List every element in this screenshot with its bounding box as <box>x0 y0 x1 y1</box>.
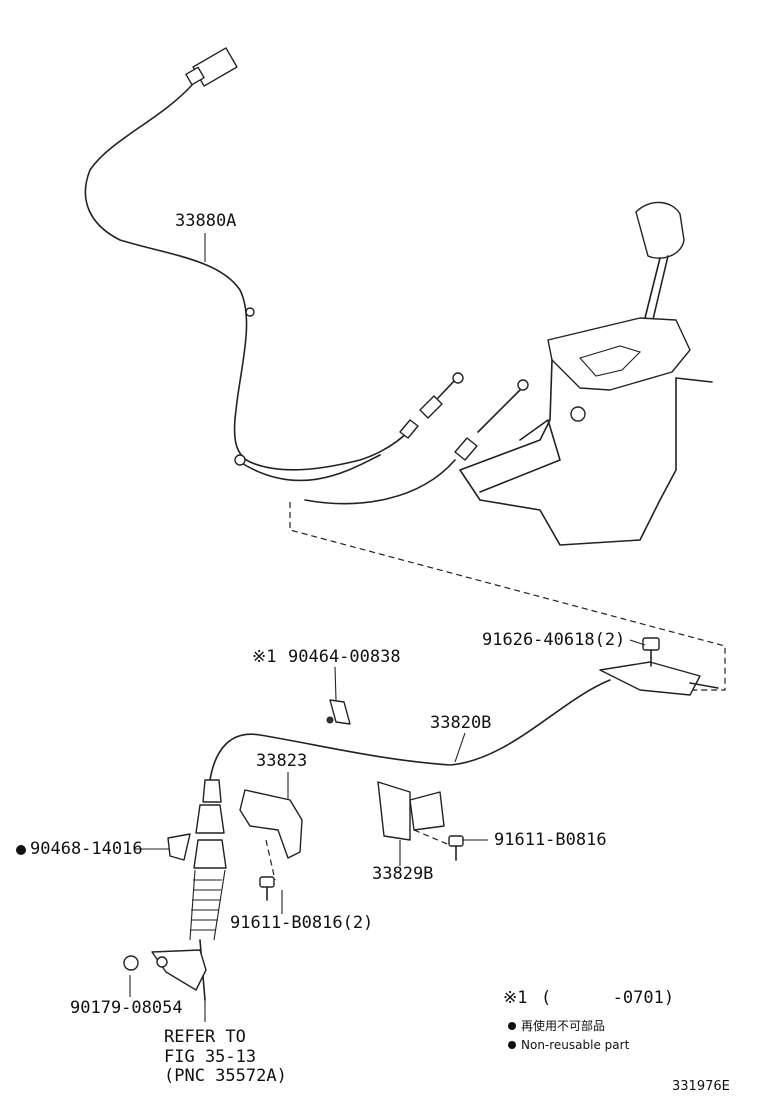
figure-id: 331976E <box>672 1079 730 1094</box>
label-91611-b0816-left: 91611-B0816(2) <box>230 913 374 933</box>
label-90179-08054: 90179-08054 <box>70 998 183 1018</box>
label-91626-40618: 91626-40618(2) <box>482 630 626 650</box>
label-90468-14016: 90468-14016 <box>16 841 143 858</box>
label-33823: 33823 <box>256 751 308 771</box>
refer-line-2: FIG 35-13 <box>164 1047 257 1067</box>
clip-90468-14016[interactable] <box>167 833 191 861</box>
label-33829b: 33829B <box>372 864 434 884</box>
non-reusable-dot-icon <box>16 845 26 855</box>
refer-line-3: (PNC 35572A) <box>164 1066 287 1086</box>
bolt-91611-b0816-left[interactable] <box>259 876 275 901</box>
bracket-33829b[interactable] <box>377 781 453 847</box>
label-90464-00838: 90464-00838 <box>288 647 401 667</box>
legend-bullet-en-text: Non-reusable part <box>521 1038 630 1052</box>
bullet-icon <box>508 1022 516 1030</box>
legend-bullet-en: Non-reusable part <box>508 1039 629 1051</box>
cable-33880a[interactable] <box>84 47 529 505</box>
leader-lines <box>129 233 646 1022</box>
control-lever[interactable] <box>151 949 207 991</box>
clip-90464-00838[interactable] <box>326 699 351 725</box>
label-33880a: 33880A <box>175 211 237 231</box>
label-91611-b0816-right: 91611-B0816 <box>494 830 607 850</box>
leader-dashed-top <box>289 502 726 691</box>
legend-bullet-jp-text: 再使用不可部品 <box>521 1019 606 1033</box>
refer-line-1: REFER TO <box>164 1027 246 1047</box>
cable-33820b[interactable] <box>189 661 719 1001</box>
legend-bullet-jp: 再使用不可部品 <box>508 1020 605 1032</box>
nut-90179-08054[interactable] <box>123 955 139 971</box>
bolt-91611-b0816-right[interactable] <box>448 835 464 861</box>
label-90464-mark: ※1 <box>252 647 277 667</box>
label-90468-14016-text: 90468-14016 <box>30 839 143 859</box>
bracket-33823[interactable] <box>239 789 303 881</box>
legend-mark: ※1 <box>503 988 528 1008</box>
bolt-91626-40618[interactable] <box>642 637 660 667</box>
bullet-icon <box>508 1041 516 1049</box>
legend-range: ( -0701) <box>541 988 675 1008</box>
label-33820b: 33820B <box>430 713 492 733</box>
shift-lever-assembly[interactable] <box>459 201 713 546</box>
